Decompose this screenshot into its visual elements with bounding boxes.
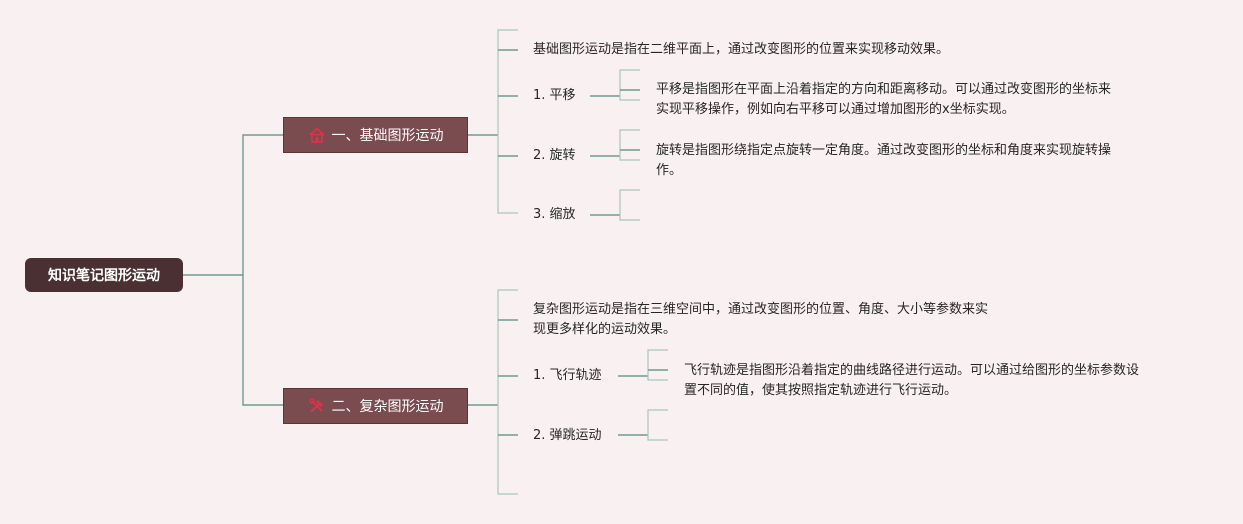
topic-node-complex-motion[interactable]: 二、复杂图形运动 [283, 388, 468, 424]
branch-label-rotation[interactable]: 2. 旋转 [533, 148, 576, 163]
branch-detail-rotation: 旋转是指图形绕指定点旋转一定角度。通过改变图形的坐标和角度来实现旋转操 作。 [656, 141, 1111, 181]
detail-line: 平移是指图形在平面上沿着指定的方向和距离移动。可以通过改变图形的坐标来 [656, 82, 1112, 97]
branch-label-bounce[interactable]: 2. 弹跳运动 [533, 428, 602, 443]
topic-intro-text: 复杂图形运动是指在三维空间中，通过改变图形的位置、角度、大小等参数来实 现更多样… [533, 300, 988, 340]
root-label: 知识笔记图形运动 [48, 268, 160, 284]
topic-label: 二、复杂图形运动 [331, 399, 444, 415]
tools-icon [308, 398, 323, 413]
branch-detail-flight-path: 飞行轨迹是指图形沿着指定的曲线路径进行运动。可以通过给图形的坐标参数设 置不同的… [684, 361, 1139, 401]
root-node[interactable]: 知识笔记图形运动 [25, 258, 183, 292]
house-icon [308, 127, 325, 143]
detail-line: 飞行轨迹是指图形沿着指定的曲线路径进行运动。可以通过给图形的坐标参数设 [684, 363, 1140, 378]
topic-intro-text: 基础图形运动是指在二维平面上，通过改变图形的位置来实现移动效果。 [533, 42, 950, 57]
topic-node-basic-motion[interactable]: 一、基础图形运动 [283, 117, 468, 153]
branch-detail-translation: 平移是指图形在平面上沿着指定的方向和距离移动。可以通过改变图形的坐标来 实现平移… [656, 80, 1111, 120]
intro-line: 现更多样化的运动效果。 [533, 322, 677, 337]
branch-label-flight-path[interactable]: 1. 飞行轨迹 [533, 368, 602, 383]
detail-line: 实现平移操作，例如向右平移可以通过增加图形的x坐标实现。 [656, 102, 1015, 117]
detail-line: 作。 [656, 163, 683, 178]
detail-line: 旋转是指图形绕指定点旋转一定角度。通过改变图形的坐标和角度来实现旋转操 [656, 143, 1112, 158]
branch-label-scaling[interactable]: 3. 缩放 [533, 207, 576, 222]
detail-line: 置不同的值，使其按照指定轨迹进行飞行运动。 [684, 383, 958, 398]
branch-label-translation[interactable]: 1. 平移 [533, 88, 576, 103]
topic-label: 一、基础图形运动 [331, 128, 444, 144]
intro-line: 复杂图形运动是指在三维空间中，通过改变图形的位置、角度、大小等参数来实 [533, 302, 989, 317]
